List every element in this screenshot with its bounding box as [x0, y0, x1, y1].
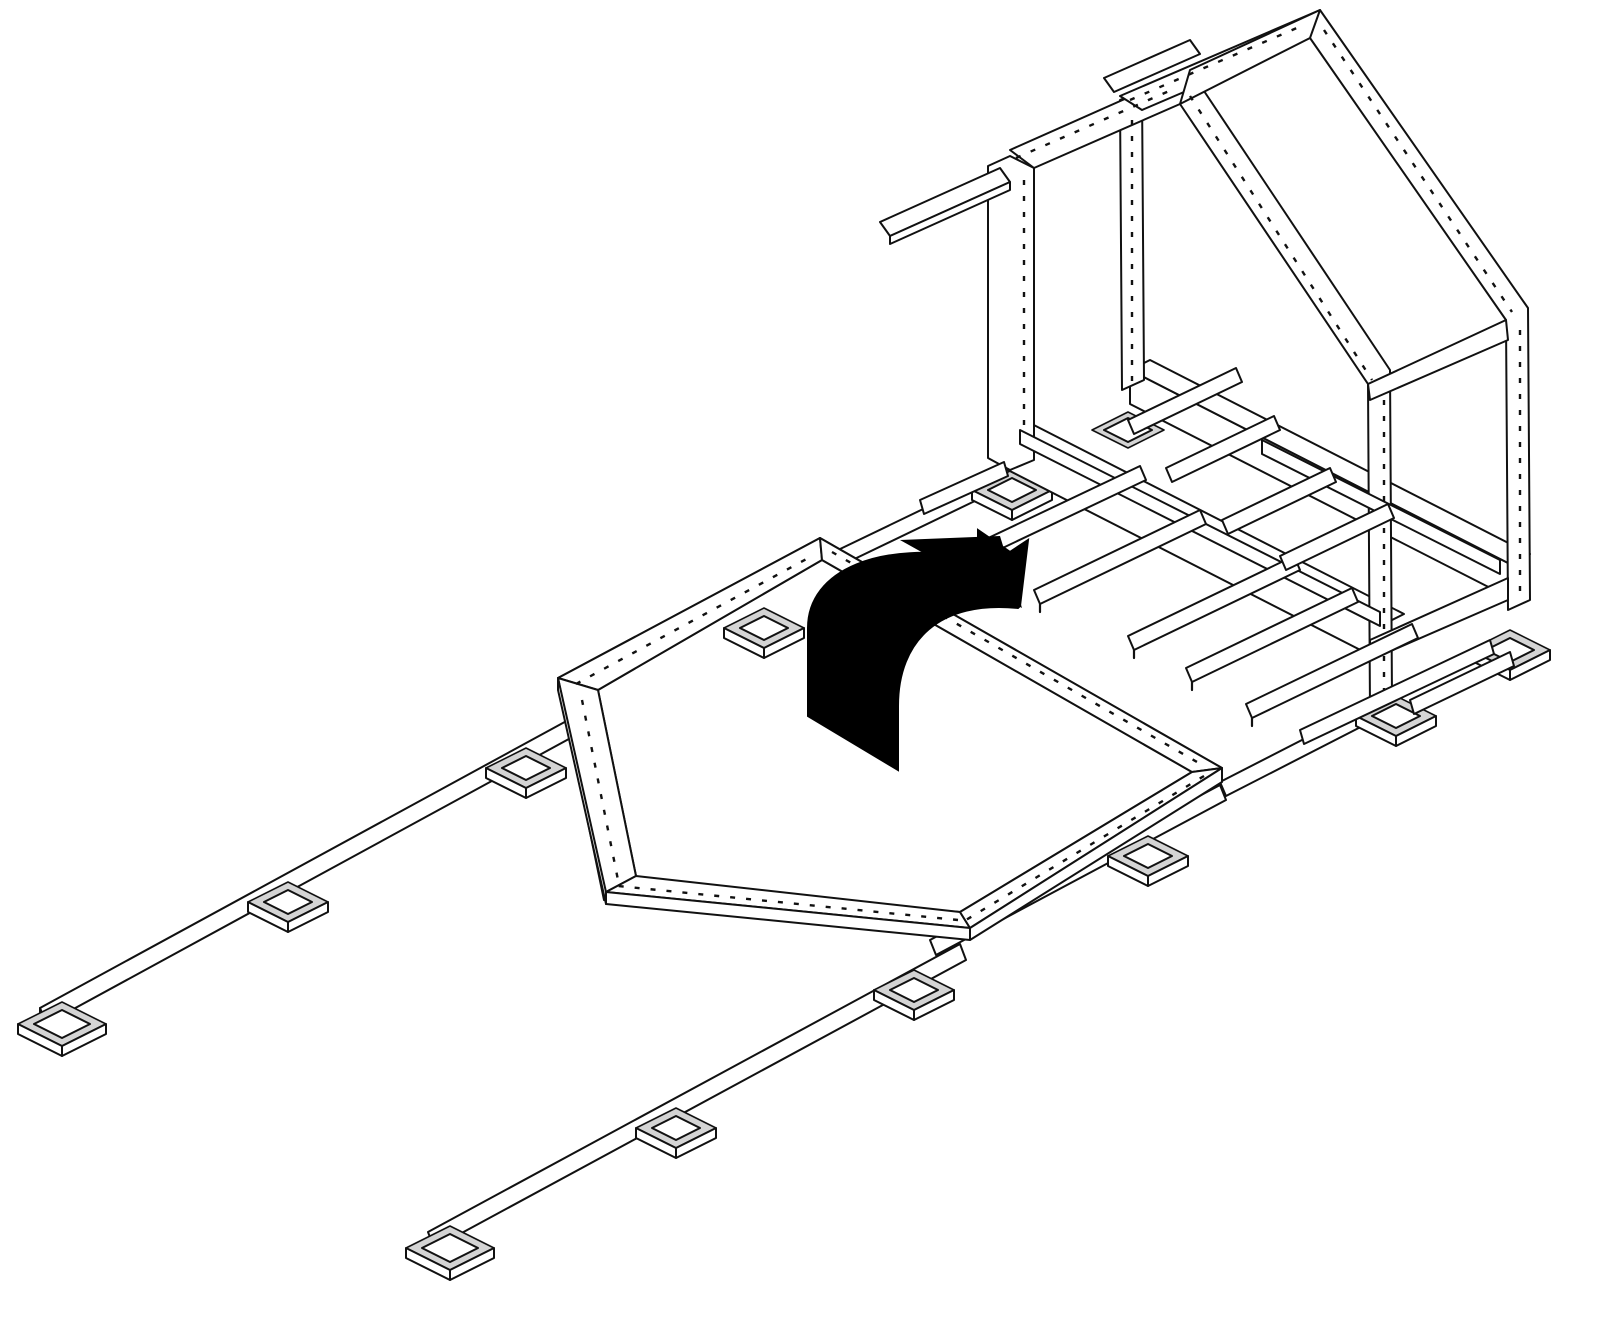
foundation-pad [635, 1107, 717, 1159]
foundation-pad [247, 881, 329, 933]
floor-joist [1127, 367, 1243, 435]
floor-joist [1279, 503, 1395, 571]
foundation-pad [405, 1225, 495, 1281]
foundation-pad [873, 969, 955, 1021]
foundation-pad [17, 1001, 107, 1057]
floor-joist [1033, 509, 1207, 614]
floor-joist [1165, 415, 1281, 483]
side-rail [919, 461, 1515, 745]
foundation-pad [723, 607, 805, 659]
roof-ridge-plank [879, 39, 1201, 245]
front-gable-frame [987, 9, 1531, 711]
floor-joist [1221, 467, 1337, 535]
assembly-arrow [807, 528, 1030, 772]
foundation-pads [17, 411, 1551, 1281]
floor-joist [1245, 623, 1419, 728]
floor-joist [1185, 587, 1359, 692]
foundation-pad [485, 747, 567, 799]
foundation-pad [1107, 835, 1189, 887]
floor-joist [1127, 555, 1301, 660]
floor-joists [983, 367, 1419, 728]
